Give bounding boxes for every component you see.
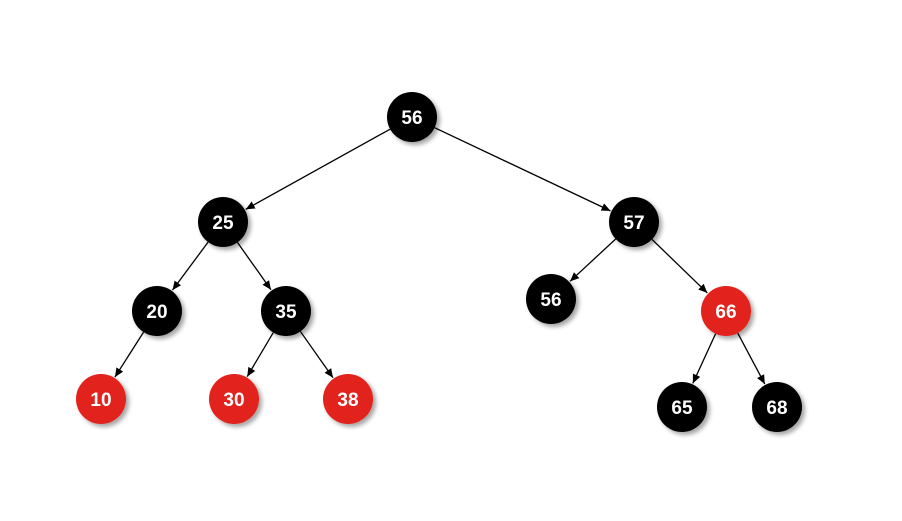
- tree-edge-n35-n30: [246, 332, 274, 377]
- tree-edge-n56root-n57: [434, 127, 611, 212]
- tree-node-label: 56: [540, 290, 561, 311]
- tree-edge-n56root-n25: [245, 128, 391, 210]
- tree-node-label: 65: [671, 398, 693, 419]
- tree-edge-n35-n38: [299, 331, 334, 379]
- tree-node-circle: [209, 374, 259, 424]
- tree-node-circle: [198, 197, 248, 247]
- tree-node-black: 56: [387, 92, 437, 142]
- tree-node-circle: [609, 197, 659, 247]
- tree-edge-n20-n10: [114, 331, 145, 378]
- tree-node-circle: [752, 382, 802, 432]
- tree-node-label: 38: [337, 390, 358, 411]
- tree-node-label: 25: [212, 213, 234, 234]
- tree-node-circle: [701, 286, 751, 336]
- tree-node-black: 35: [261, 286, 311, 336]
- tree-node-label: 20: [146, 302, 167, 323]
- tree-node-red: 30: [209, 374, 259, 424]
- tree-edge-n25-n35: [236, 242, 272, 291]
- tree-node-label: 30: [223, 390, 244, 411]
- tree-node-circle: [76, 374, 126, 424]
- tree-node-black: 25: [198, 197, 248, 247]
- tree-node-label: 56: [401, 108, 422, 129]
- tree-nodes: 56 25 57 20 35 56 66 10 30 38 65 68: [76, 92, 802, 432]
- tree-node-label: 35: [275, 302, 297, 323]
- tree-edge-n57-n66: [651, 238, 708, 294]
- tree-edge-n66-n65: [692, 333, 717, 384]
- tree-node-red: 10: [76, 374, 126, 424]
- tree-node-black: 20: [132, 286, 182, 336]
- tree-node-label: 66: [715, 302, 736, 323]
- tree-node-red: 66: [701, 286, 751, 336]
- tree-node-black: 56: [526, 274, 576, 324]
- tree-node-label: 57: [623, 213, 644, 234]
- tree-node-circle: [132, 286, 182, 336]
- tree-edge-n57-n56leaf: [569, 238, 617, 282]
- tree-node-black: 68: [752, 382, 802, 432]
- tree-edge-n25-n20: [171, 241, 209, 291]
- tree-node-circle: [323, 374, 373, 424]
- tree-node-circle: [657, 382, 707, 432]
- tree-node-circle: [261, 286, 311, 336]
- tree-node-label: 10: [90, 390, 111, 411]
- tree-node-red: 38: [323, 374, 373, 424]
- tree-edge-n66-n68: [737, 332, 766, 385]
- tree-node-label: 68: [766, 398, 787, 419]
- tree-node-circle: [526, 274, 576, 324]
- tree-edges: [114, 127, 766, 385]
- tree-node-black: 57: [609, 197, 659, 247]
- tree-node-circle: [387, 92, 437, 142]
- tree-node-black: 65: [657, 382, 707, 432]
